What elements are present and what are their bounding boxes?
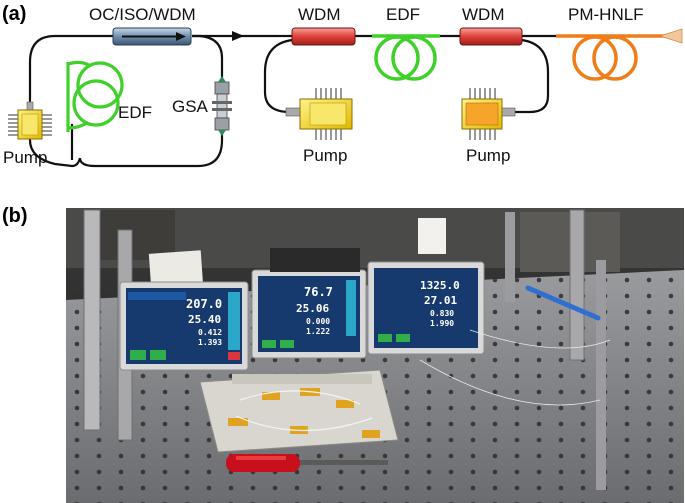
gsa-label: GSA [172,97,209,116]
screen-2-value-2: 25.06 [296,302,329,315]
edf-coil-1 [66,60,124,132]
screen-2-value-4: 1.222 [306,327,330,336]
screen-1-value-3: 0.412 [198,328,222,337]
controller-1: 207.0 25.40 0.412 1.393 [119,281,249,371]
wdm-1-component [291,27,356,46]
panel-b-tag: (b) [2,205,28,227]
controller-2: 76.7 25.06 0.000 1.222 [251,248,367,359]
pump-2-laser [285,88,353,140]
screen-2-value-1: 76.7 [304,285,333,299]
edf-coil-2 [372,34,440,81]
panel-a-tag: (a) [2,3,26,25]
screen-3-value-3: 0.830 [430,309,454,318]
pm-hnlf-coil [556,34,665,81]
screen-1-value-1: 207.0 [186,297,222,311]
pump-3-label: Pump [466,146,510,165]
screen-1-value-4: 1.393 [198,338,222,347]
screen-1-value-2: 25.40 [188,313,221,326]
output-taper-icon [658,28,683,44]
pump-3-laser [461,88,516,140]
screen-3-value-4: 1.990 [430,319,454,328]
screen-2-value-3: 0.000 [306,317,330,326]
edf-2-label: EDF [386,5,420,24]
screen-3-value-2: 27.01 [424,294,457,307]
controller-3: 1325.0 27.01 0.830 1.990 [367,261,485,355]
edf-1-label: EDF [118,103,152,122]
splice-tray [199,369,399,453]
lab-photo: 207.0 25.40 0.412 1.393 76.7 25.06 0.000… [66,208,684,503]
gsa-component [212,76,232,136]
blue-pen [525,285,601,321]
wdm-2-label: WDM [462,5,504,24]
wdm-2-component [459,27,523,46]
oc-iso-wdm-label: OC/ISO/WDM [89,5,196,24]
wdm-1-label: WDM [298,5,340,24]
pump-1-label: Pump [3,148,47,167]
pump-1-laser [8,100,52,140]
oc-iso-wdm-component [112,27,192,46]
screwdriver [226,454,388,472]
screen-3-value-1: 1325.0 [420,279,460,292]
pump-2-label: Pump [303,146,347,165]
direction-arrow [232,31,244,41]
pm-hnlf-label: PM-HNLF [568,5,644,24]
